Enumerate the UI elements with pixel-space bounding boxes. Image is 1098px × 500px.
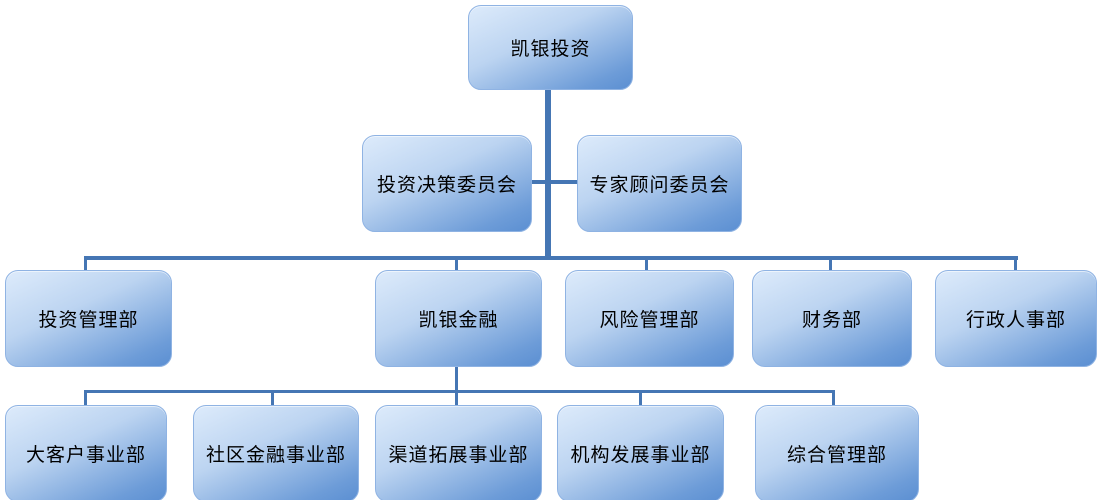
org-node-label: 综合管理部: [786, 445, 887, 466]
connector-committee-right-stub: [549, 180, 579, 184]
connector-level3-stub-2: [455, 258, 458, 272]
org-node-label: 大客户事业部: [25, 445, 146, 466]
org-node-label: 机构发展事业部: [570, 445, 711, 466]
connector-level4-stub-5: [832, 391, 835, 407]
connector-level4-stub-4: [639, 391, 642, 407]
connector-level4-horizontal: [84, 390, 835, 393]
org-node-kaiyin-finance: 凯银金融: [375, 270, 542, 367]
connector-level4-stub-1: [84, 391, 87, 407]
connector-committee-left-stub: [527, 180, 547, 184]
connector-level3-stub-5: [1014, 258, 1017, 272]
org-node-risk-management-dept: 风险管理部: [565, 270, 734, 367]
org-node-expert-advisory-committee: 专家顾问委员会: [577, 135, 742, 232]
connector-level3-horizontal: [84, 256, 1018, 260]
org-node-label: 投资决策委员会: [376, 175, 517, 196]
org-node-general-management-dept: 综合管理部: [755, 405, 919, 500]
org-node-admin-hr-dept: 行政人事部: [935, 270, 1097, 367]
org-node-institution-development-division: 机构发展事业部: [557, 405, 724, 500]
org-node-finance-dept: 财务部: [752, 270, 912, 367]
org-node-investment-management-dept: 投资管理部: [5, 270, 172, 367]
org-node-key-accounts-division: 大客户事业部: [5, 405, 167, 500]
connector-level3-stub-4: [829, 258, 832, 272]
org-node-label: 渠道拓展事业部: [388, 445, 529, 466]
org-node-label: 风险管理部: [599, 310, 700, 331]
org-node-label: 投资管理部: [38, 310, 139, 331]
org-node-root: 凯银投资: [468, 5, 633, 90]
org-node-label: 社区金融事业部: [205, 445, 346, 466]
org-node-label: 专家顾问委员会: [589, 175, 730, 196]
connector-level4-stub-3: [455, 391, 458, 407]
connector-root-vertical: [545, 86, 551, 260]
org-node-label: 凯银金融: [418, 310, 499, 331]
org-node-root-label: 凯银投资: [510, 39, 591, 60]
connector-level4-vertical: [455, 365, 458, 393]
org-node-label: 财务部: [801, 310, 862, 331]
org-node-label: 行政人事部: [965, 310, 1066, 331]
connector-level3-stub-3: [645, 258, 648, 272]
org-node-channel-expansion-division: 渠道拓展事业部: [375, 405, 542, 500]
org-node-community-finance-division: 社区金融事业部: [193, 405, 359, 500]
connector-level4-stub-2: [271, 391, 274, 407]
org-node-investment-decision-committee: 投资决策委员会: [362, 135, 532, 232]
connector-level3-stub-1: [84, 258, 87, 272]
